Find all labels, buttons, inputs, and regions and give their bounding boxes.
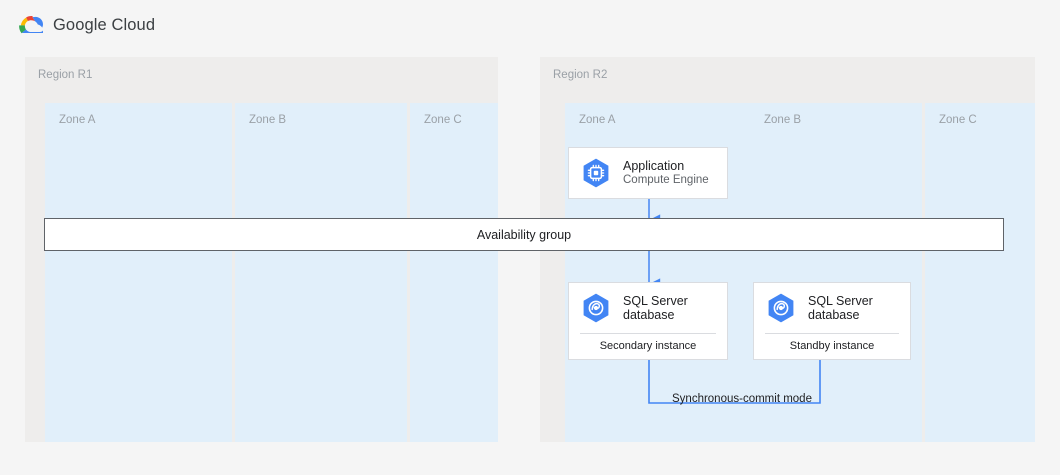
card-text-group: Application Compute Engine	[623, 159, 709, 188]
availability-group-label: Availability group	[476, 227, 572, 242]
sql-server-database-icon	[583, 293, 609, 323]
connector-synchronous-commit	[648, 340, 821, 404]
card-text-group: SQL Server database	[808, 294, 873, 323]
zone-r1-a: Zone A	[45, 103, 232, 442]
card-sql-server-standby[interactable]: SQL Server database Standby instance	[753, 282, 911, 360]
zone-r1-c-label: Zone C	[424, 114, 462, 126]
card-title: Application	[623, 158, 685, 173]
zone-r2-a-label: Zone A	[579, 114, 616, 126]
region-r2-label: Region R2	[553, 69, 608, 81]
card-body: SQL Server database	[569, 283, 727, 333]
card-subtitle: Compute Engine	[623, 174, 709, 186]
card-footer-label: Standby instance	[789, 340, 875, 352]
card-title: SQL Server database	[623, 293, 688, 323]
zone-r1-a-label: Zone A	[59, 114, 96, 126]
zone-r2-c: Zone C	[925, 103, 1035, 442]
zone-r2-b: Zone B	[750, 103, 922, 442]
sql-server-database-icon	[768, 293, 794, 323]
region-r1-label: Region R1	[38, 69, 93, 81]
card-divider	[580, 333, 716, 334]
card-text-group: SQL Server database	[623, 294, 688, 323]
card-application-compute-engine[interactable]: Application Compute Engine	[568, 147, 728, 199]
zone-r2-b-label: Zone B	[764, 114, 802, 126]
card-sql-server-secondary[interactable]: SQL Server database Secondary instance	[568, 282, 728, 360]
zone-r1-b: Zone B	[235, 103, 407, 442]
card-body: SQL Server database	[754, 283, 910, 333]
card-title: SQL Server database	[808, 293, 873, 323]
brand-header: Google Cloud	[18, 12, 155, 38]
zone-r2-c-label: Zone C	[939, 114, 977, 126]
card-body: Application Compute Engine	[569, 148, 727, 198]
card-footer-label: Secondary instance	[599, 340, 697, 352]
card-divider	[765, 333, 899, 334]
zone-r1-b-label: Zone B	[249, 114, 287, 126]
compute-engine-icon	[583, 158, 609, 188]
zone-r1-c: Zone C	[410, 103, 498, 442]
connector-synchronous-commit-label: Synchronous-commit mode	[672, 393, 812, 405]
brand-name: Google Cloud	[53, 15, 156, 34]
availability-group-bar: Availability group	[44, 218, 1004, 251]
google-cloud-logo-icon	[19, 16, 43, 34]
connector-availability-group-to-database	[648, 248, 661, 290]
